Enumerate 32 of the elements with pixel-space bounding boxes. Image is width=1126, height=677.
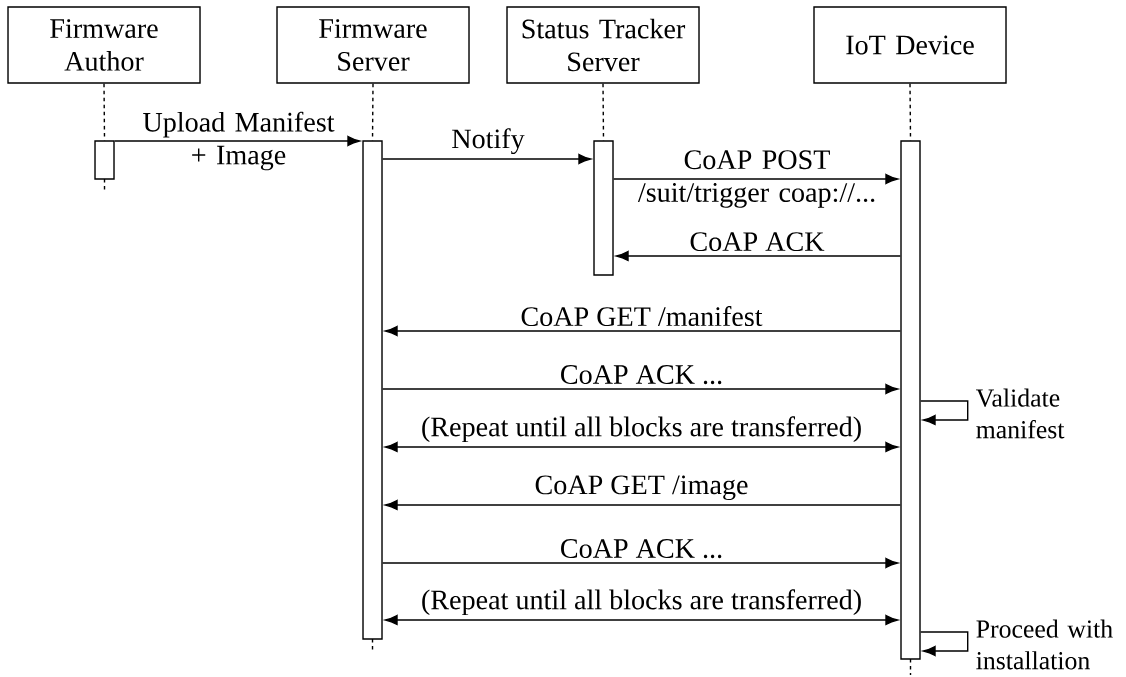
message-label: CoAP ACK — [690, 232, 825, 252]
participant-box: Status Tracker Server — [506, 6, 700, 84]
message-label: CoAP POST /suit/trigger coap://... — [637, 150, 875, 208]
message-label: CoAP ACK ... — [561, 365, 722, 385]
message-label: (Repeat until all blocks are transferred) — [422, 416, 861, 443]
message-arrow — [384, 441, 899, 453]
activation-bar — [593, 140, 614, 276]
message-label: Validate manifest — [976, 388, 1065, 439]
message-label: Upload Manifest + Image — [143, 111, 335, 171]
activation-bar — [362, 140, 383, 640]
activation-bar — [900, 140, 921, 660]
message-arrow — [384, 325, 901, 337]
message-label: Notify — [452, 128, 525, 155]
message-arrow — [384, 499, 901, 511]
participant-box: Firmware Author — [7, 6, 201, 84]
message-arrow — [615, 250, 901, 262]
self-message-arrow — [920, 400, 969, 426]
message-arrow — [382, 383, 899, 395]
self-message-arrow — [920, 631, 969, 657]
participant-box: IoT Device — [813, 6, 1007, 84]
message-arrow — [613, 173, 899, 185]
message-label: CoAP GET /image — [535, 475, 748, 501]
message-arrow — [384, 614, 899, 626]
participant-box: Firmware Server — [276, 6, 470, 84]
message-arrow — [114, 135, 361, 147]
message-label: (Repeat until all blocks are transferred) — [422, 589, 861, 616]
message-arrow — [382, 557, 899, 569]
message-label: CoAP ACK ... — [561, 539, 722, 559]
activation-bar — [94, 140, 115, 180]
message-label: CoAP GET /manifest — [521, 306, 763, 327]
message-label: Proceed with installation — [976, 619, 1113, 670]
message-arrow — [382, 153, 592, 165]
